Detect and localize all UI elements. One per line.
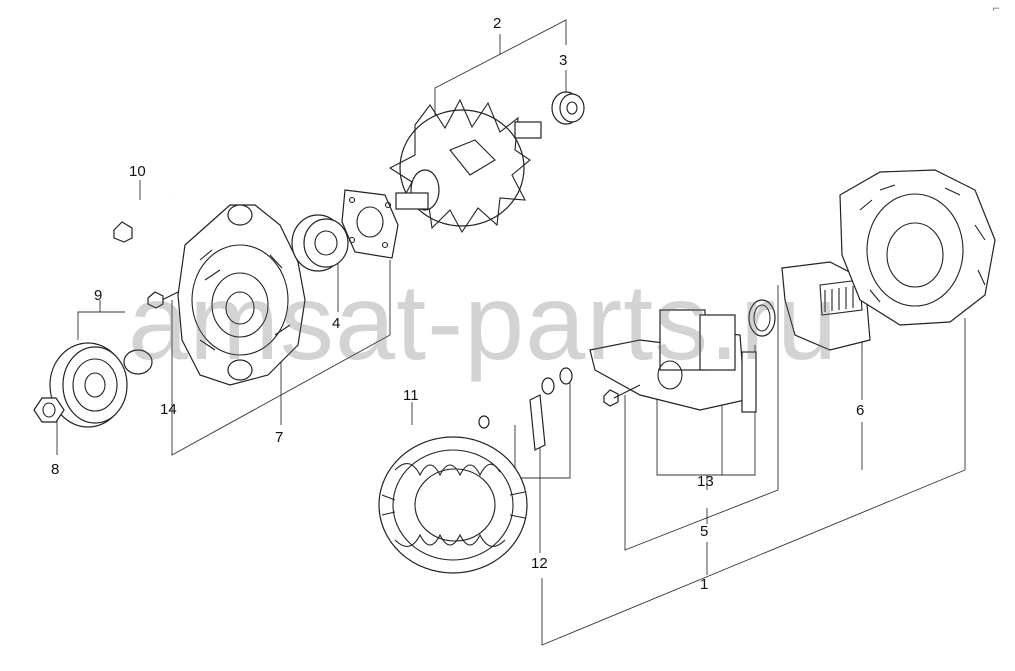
callout-14: 14 (160, 401, 177, 418)
callout-5: 5 (700, 523, 709, 540)
callout-2: 2 (493, 15, 502, 32)
retainer-plate-part (341, 189, 399, 259)
leader-lines (56, 19, 966, 646)
corner-mark: ⌐ (992, 4, 1001, 15)
rectifier-part (589, 309, 757, 413)
rotor-part (388, 98, 542, 234)
watermark-text: amsat-parts.ru (128, 261, 839, 382)
regulator-part (748, 261, 871, 351)
callout-6: 6 (856, 402, 865, 419)
long-bolt-part (113, 196, 176, 243)
callout-4: 4 (332, 315, 341, 332)
callout-10: 10 (129, 163, 146, 180)
callout-13: 13 (697, 473, 714, 490)
small-bearing-part (551, 91, 585, 125)
callout-3: 3 (559, 52, 568, 69)
callout-8: 8 (51, 461, 60, 478)
nut-part (33, 397, 65, 423)
callout-1: 1 (700, 576, 709, 593)
pulley-part (49, 342, 153, 428)
callout-12: 12 (531, 555, 548, 572)
callout-7: 7 (275, 429, 284, 446)
rear-housing-part (839, 169, 996, 326)
stator-part (378, 436, 528, 574)
terminal-bolt-part (478, 367, 573, 451)
callout-11: 11 (403, 387, 419, 404)
callout-9: 9 (94, 287, 103, 304)
small-bolt-part (147, 291, 179, 309)
front-housing-part (177, 204, 306, 386)
large-bearing-part (291, 214, 349, 272)
